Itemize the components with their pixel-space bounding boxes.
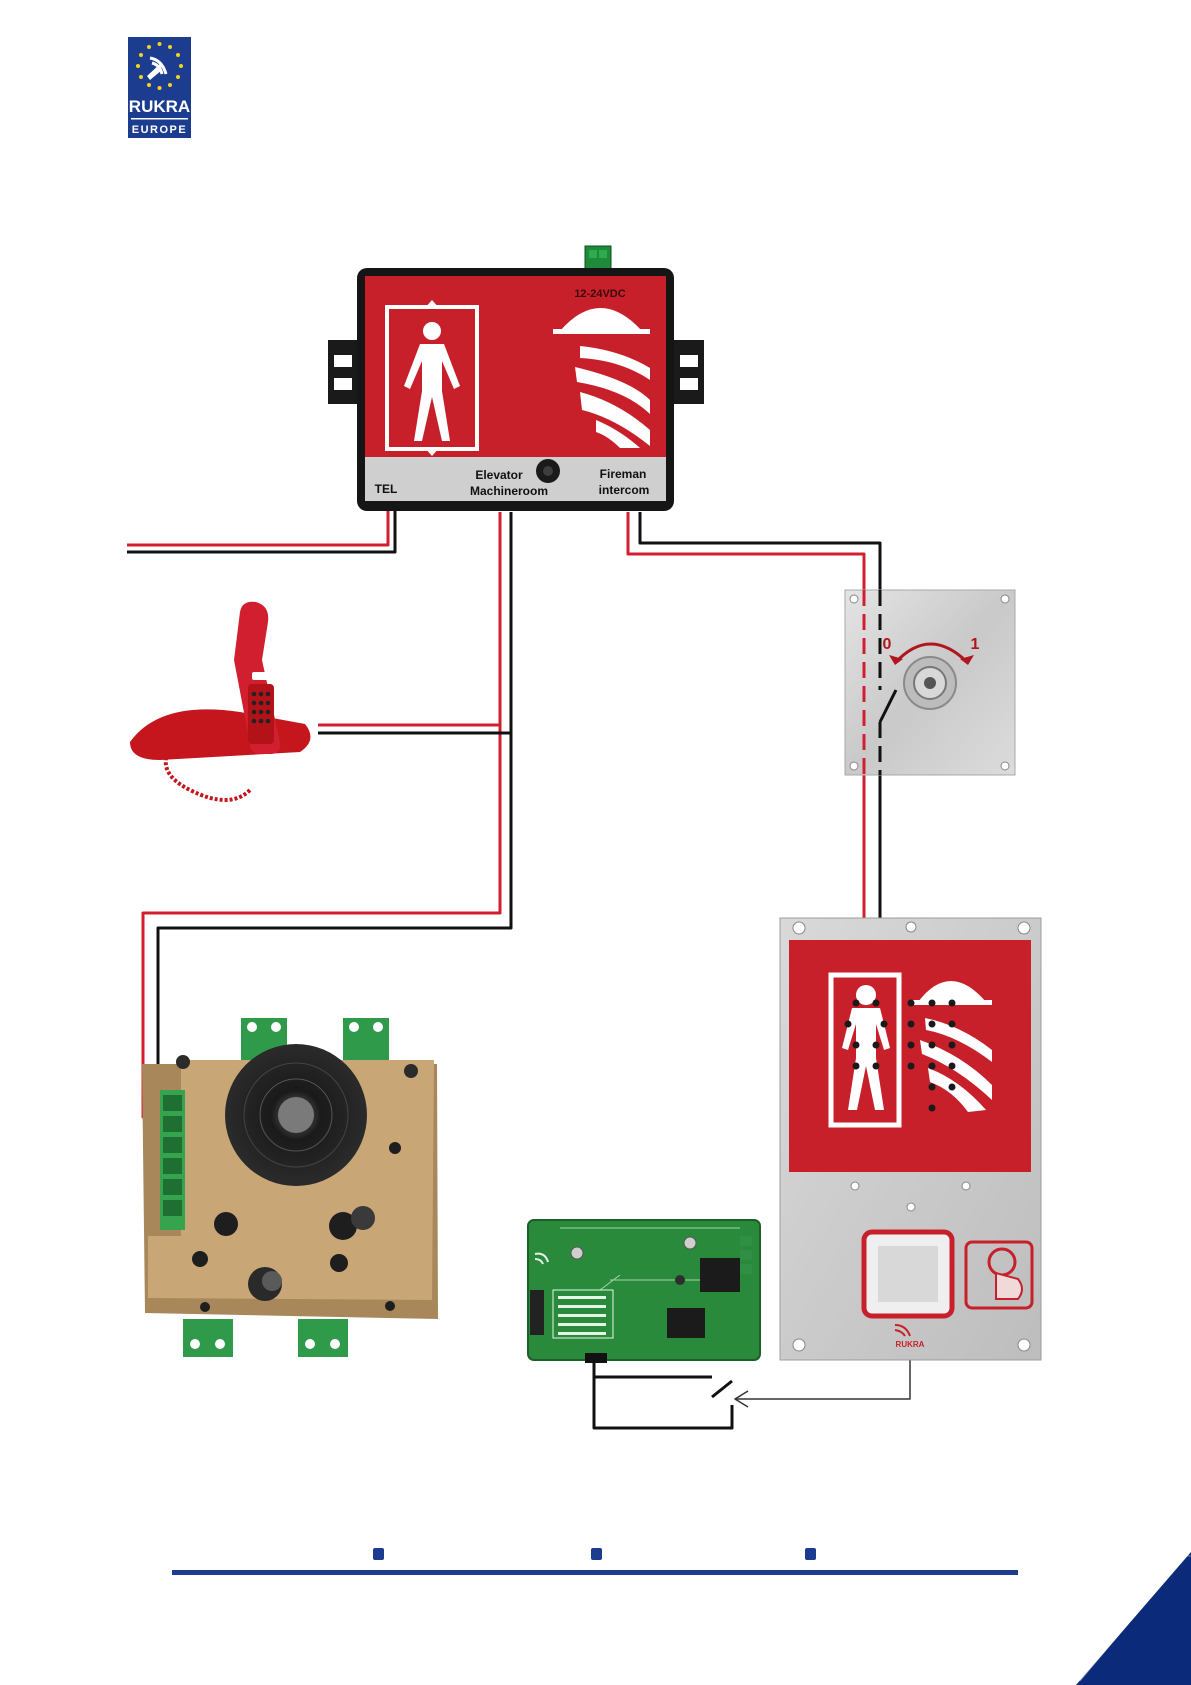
emergency-telephone [130,602,310,800]
footer-bullet-1 [373,1548,384,1560]
relay-pcb [528,1220,760,1363]
key-switch-plate: 0 1 [845,590,1015,775]
tel-wire-red [127,510,388,545]
port-machineroom-label-line2: Machineroom [470,484,548,498]
rukra-europe-logo: RUKRA EUROPE [128,37,191,138]
key-switch-pos-off: 0 [883,636,892,653]
footer-bullet-2 [591,1548,602,1560]
footer-rule [172,1570,1018,1575]
key-switch-pos-on: 1 [971,636,980,653]
machineroom-wire-red [143,512,500,1117]
fireman-call-panel: RUKRA [780,918,1041,1360]
port-fireman-label-line2: intercom [599,483,650,497]
power-label: 12-24VDC [574,288,625,300]
speaker-module [142,1018,438,1357]
machineroom-wire-black [158,512,511,1102]
relay-loop-wire [594,1360,732,1428]
fireman-wire-black [640,512,880,590]
port-fireman-label-line1: Fireman [600,467,647,481]
panel-brand-label: RUKRA [896,1340,925,1349]
footer [172,1548,1191,1685]
logo-line2: EUROPE [132,124,187,136]
power-terminal [585,246,611,271]
logo-line1: RUKRA [129,97,190,116]
port-tel-label: TEL [375,482,398,496]
relay-contact [712,1381,732,1397]
footer-bullet-3 [805,1548,816,1560]
fireman-wire-red [628,512,864,590]
port-machineroom-label-line1: Elevator [475,468,523,482]
control-unit: 12-24VDC TEL Elevator Machineroom Firema… [328,246,704,511]
